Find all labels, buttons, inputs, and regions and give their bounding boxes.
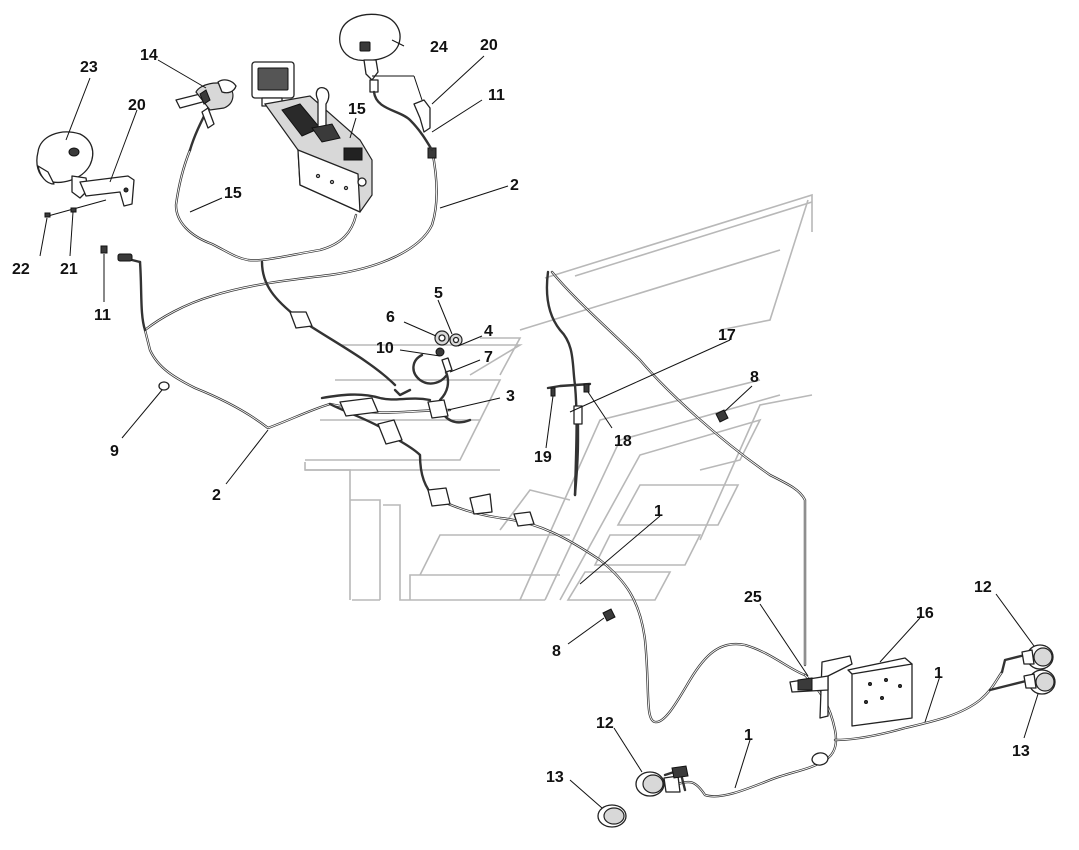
fastener-8-lower — [602, 608, 616, 622]
callout-15-harness: 15 — [224, 185, 242, 202]
main-harness-2 — [122, 148, 472, 500]
callout-10: 10 — [376, 340, 394, 357]
callout-12-left: 12 — [596, 715, 614, 732]
callout-13-left: 13 — [546, 769, 564, 786]
left-light-bracket — [79, 175, 135, 207]
callout-21: 21 — [60, 261, 78, 278]
rear-lamp-13-left — [597, 804, 627, 828]
license-plate-bracket — [789, 655, 913, 766]
callout-12-right: 12 — [974, 579, 992, 596]
callout-11-left: 11 — [94, 307, 111, 324]
callout-20-right: 20 — [480, 37, 498, 54]
callout-5: 5 — [434, 285, 443, 302]
callout-24: 24 — [430, 39, 448, 56]
callout-23: 23 — [80, 59, 98, 76]
callout-8-lower: 8 — [552, 643, 561, 660]
callout-16: 16 — [916, 605, 934, 622]
callout-7: 7 — [484, 349, 493, 366]
leader-lines — [39, 39, 1039, 809]
clip-19 — [550, 387, 583, 425]
callout-1-middle: 1 — [654, 503, 663, 520]
callout-20-left: 20 — [128, 97, 146, 114]
callout-1-right: 1 — [934, 665, 943, 682]
harness-17 — [545, 270, 807, 667]
bracket-fasteners — [44, 199, 133, 262]
callout-18: 18 — [614, 433, 632, 450]
rear-lamp-12-left — [635, 765, 689, 797]
callout-labels: 23 14 20 24 20 11 15 15 2 22 21 11 5 6 4… — [12, 37, 1030, 786]
callout-19: 19 — [534, 449, 552, 466]
fastener-8-upper — [715, 409, 729, 423]
right-work-light — [339, 13, 401, 93]
grommet-9 — [158, 381, 170, 391]
callout-2-upper: 2 — [510, 177, 519, 194]
clip-18 — [583, 383, 590, 393]
callout-6: 6 — [386, 309, 395, 326]
callout-11-right: 11 — [488, 87, 505, 104]
callout-13-right: 13 — [1012, 743, 1030, 760]
rear-lamp-13-right — [1023, 669, 1056, 695]
armrest-console — [251, 61, 373, 213]
callout-8-upper: 8 — [750, 369, 759, 386]
center-connector-cluster — [289, 311, 535, 527]
callout-25: 25 — [744, 589, 762, 606]
rear-harness-1 — [438, 498, 1032, 798]
callout-14: 14 — [140, 47, 158, 64]
callout-22: 22 — [12, 261, 30, 278]
callout-3: 3 — [506, 388, 515, 405]
callout-15-console: 15 — [348, 101, 366, 118]
callout-1-lower: 1 — [744, 727, 753, 744]
callout-2-lower: 2 — [212, 487, 221, 504]
right-light-bracket — [372, 75, 437, 159]
multifunction-lever — [175, 79, 237, 129]
callout-4: 4 — [484, 323, 493, 340]
left-work-light — [36, 131, 94, 199]
callout-17: 17 — [718, 327, 736, 344]
rear-lamp-12-right — [1021, 644, 1054, 670]
callout-9: 9 — [110, 443, 119, 460]
